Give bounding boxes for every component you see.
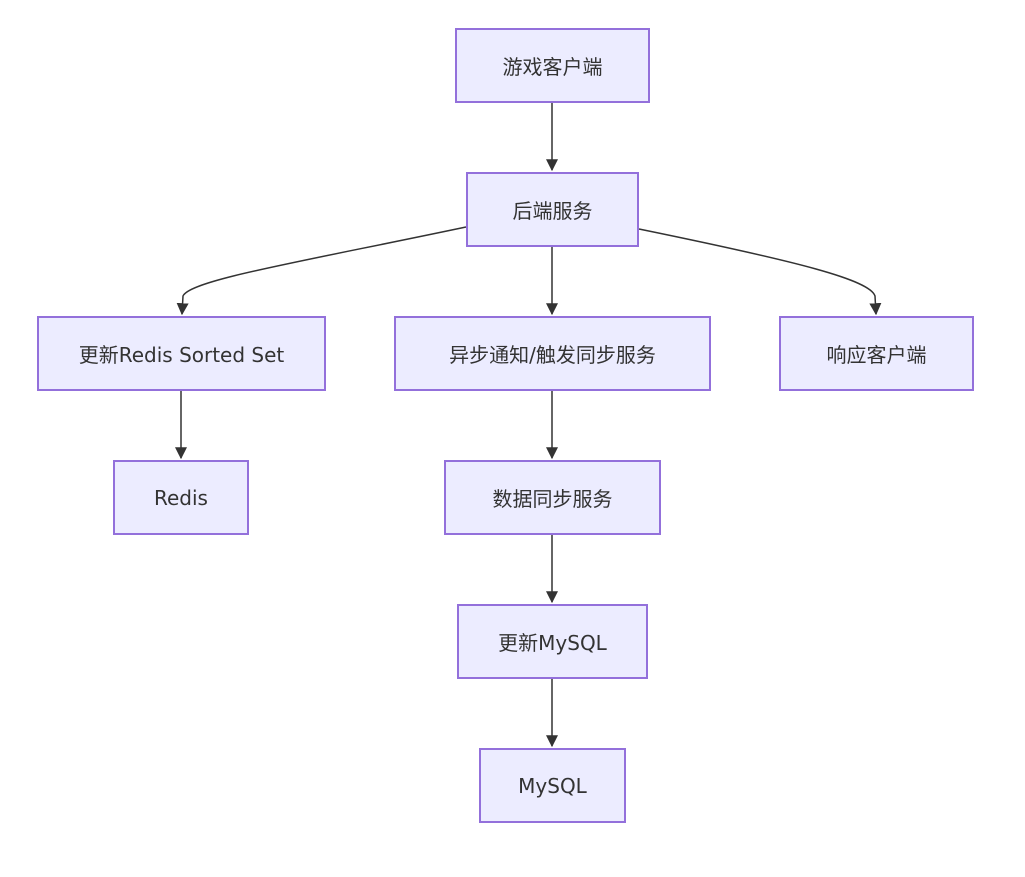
- node-redis-label: Redis: [154, 485, 208, 510]
- node-respond-client-label: 响应客户端: [826, 343, 927, 367]
- node-mysql[interactable]: MySQL: [479, 748, 626, 823]
- node-update-mysql-label: 更新MySQL: [498, 631, 607, 655]
- edge-backend-to-respond-client: [638, 228, 882, 316]
- node-async-notify[interactable]: 异步通知/触发同步服务: [394, 316, 711, 391]
- node-game-client-label: 游戏客户端: [502, 55, 603, 79]
- node-data-sync-service[interactable]: 数据同步服务: [444, 460, 661, 535]
- edge-backend-to-update-redis: [176, 226, 467, 316]
- node-backend-service-label: 后端服务: [512, 199, 593, 223]
- node-mysql-label: MySQL: [518, 773, 587, 798]
- node-update-mysql[interactable]: 更新MySQL: [457, 604, 648, 679]
- node-redis[interactable]: Redis: [113, 460, 249, 535]
- node-update-redis-sorted-set-label: 更新Redis Sorted Set: [78, 343, 285, 367]
- node-backend-service[interactable]: 后端服务: [466, 172, 639, 247]
- node-respond-client[interactable]: 响应客户端: [779, 316, 974, 391]
- node-update-redis-sorted-set[interactable]: 更新Redis Sorted Set: [37, 316, 326, 391]
- node-async-notify-label: 异步通知/触发同步服务: [449, 343, 656, 367]
- node-game-client[interactable]: 游戏客户端: [455, 28, 650, 103]
- node-data-sync-service-label: 数据同步服务: [492, 487, 613, 511]
